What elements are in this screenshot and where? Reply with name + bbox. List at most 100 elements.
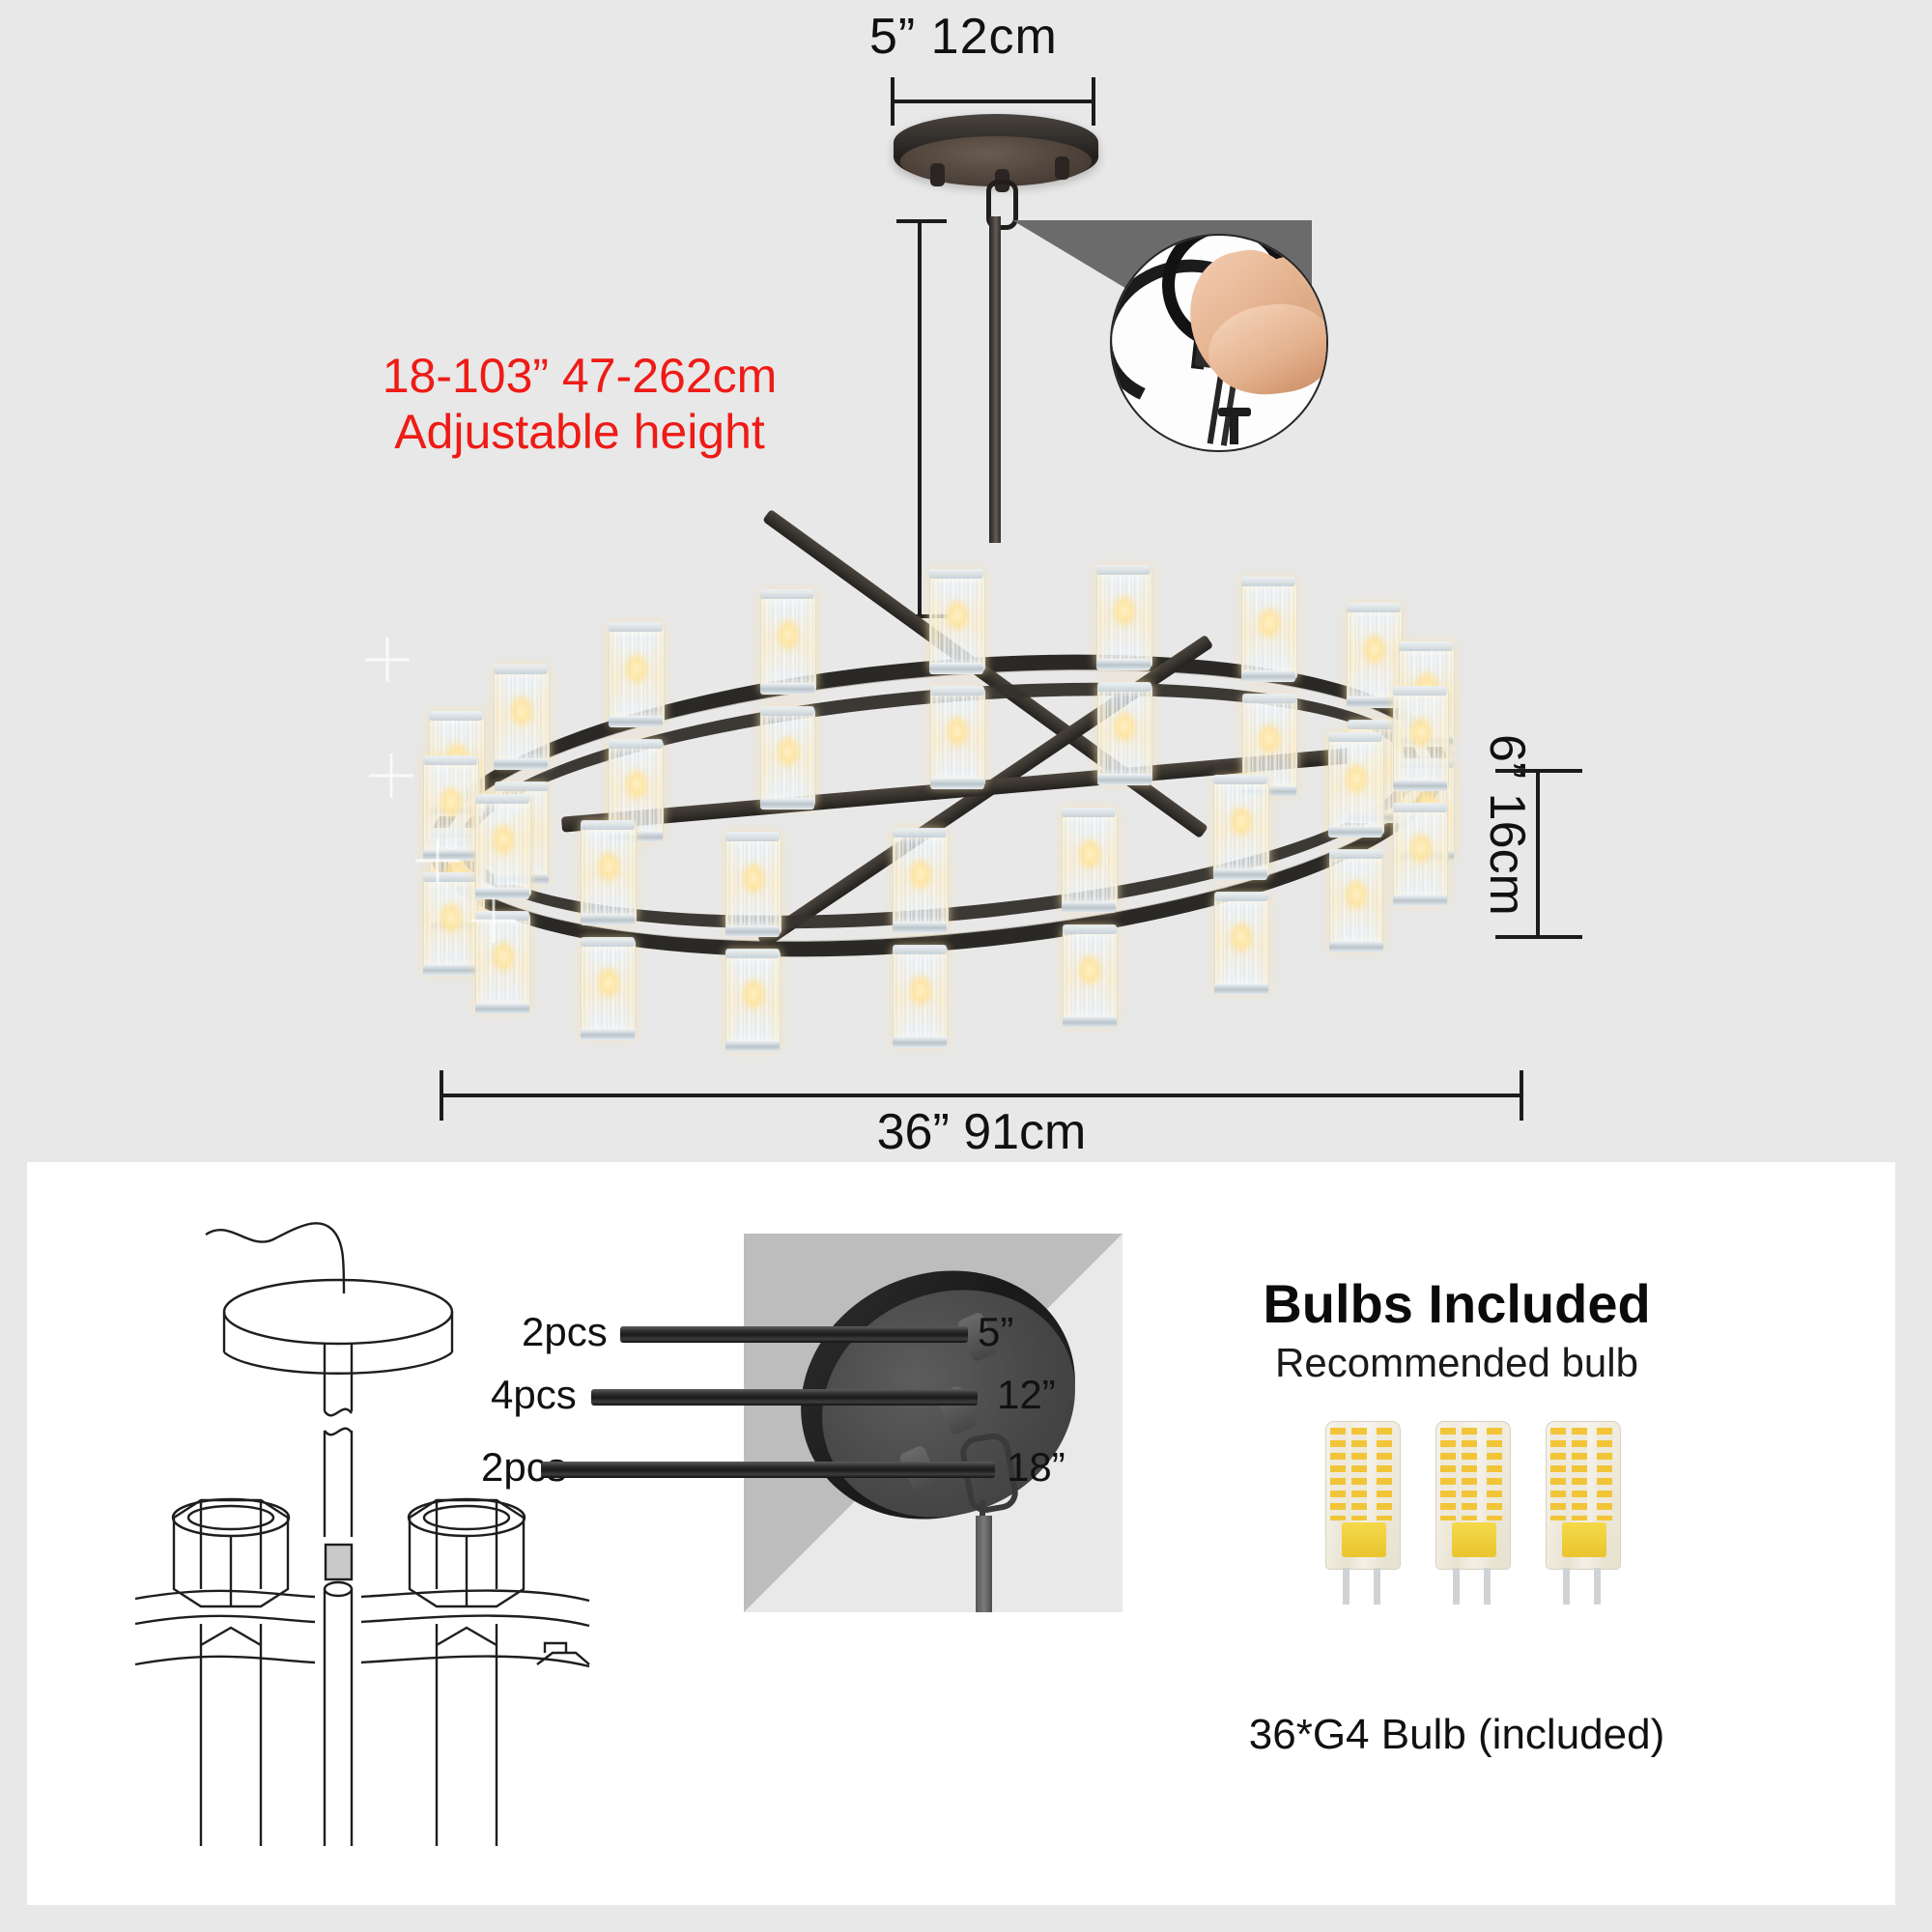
crystal-cap <box>1062 1016 1117 1029</box>
crystal-cap <box>608 715 663 727</box>
crystal-cap-top <box>1062 924 1117 935</box>
crystal-cap <box>1241 669 1296 682</box>
crystal-cap-top <box>1213 892 1268 902</box>
led-column <box>1330 1428 1346 1520</box>
canopy-dimension-label: 5” 12cm <box>869 9 1058 65</box>
crystal-cap <box>422 849 477 862</box>
adjustable-height-callout: 18-103” 47-262cm Adjustable height <box>367 348 792 460</box>
canopy-stud <box>1055 156 1069 180</box>
crystal-cap <box>1327 826 1382 838</box>
crystal-cap-top <box>580 820 635 831</box>
suspension-rod <box>976 1516 992 1612</box>
sparkle-icon <box>365 638 410 682</box>
crystal-cap <box>1062 901 1117 914</box>
crystal-cap-top <box>725 949 781 959</box>
crystal-shade <box>1213 775 1270 881</box>
crystal-cap-top <box>759 588 814 599</box>
crystal-cap-top <box>429 710 484 721</box>
bulb-pin <box>1594 1568 1601 1605</box>
crystal-cap <box>1393 895 1448 907</box>
drop-height-cap-bottom <box>896 614 947 618</box>
crystal-cap-top <box>423 872 478 883</box>
crystal-shade <box>475 910 531 1014</box>
bulb-pin <box>1563 1568 1570 1605</box>
crystal-shade <box>1096 681 1152 785</box>
crystal-cap-top <box>1096 681 1151 692</box>
crystal-shade <box>725 949 781 1053</box>
crystal-cap-top <box>1328 849 1383 860</box>
led-column <box>1597 1428 1612 1520</box>
fixture-width-cap-left <box>440 1070 443 1121</box>
crystal-cap <box>1096 658 1151 670</box>
crystal-cap-top <box>581 937 636 948</box>
rod-length-label: 5” <box>978 1309 1014 1354</box>
fixture-height-line <box>1536 769 1540 939</box>
bulb-pin <box>1484 1568 1491 1605</box>
crystal-cap <box>1096 773 1151 785</box>
led-column <box>1550 1428 1566 1520</box>
chain-link <box>986 180 1018 230</box>
rod-bar <box>620 1326 968 1343</box>
crystal-cap-top <box>475 910 530 921</box>
crystal-shade <box>892 827 949 933</box>
crystal-shade <box>1062 924 1118 1029</box>
fixture-width-cap-right <box>1520 1070 1523 1121</box>
crystal-shade <box>1062 808 1119 914</box>
suspension-rod <box>989 216 1001 543</box>
crystal-cap <box>474 887 529 899</box>
crystal-cap-top <box>929 569 984 580</box>
crystal-shade <box>1327 732 1384 838</box>
crystal-cap <box>893 1036 948 1048</box>
recommended-bulb-subtitle: Recommended bulb <box>1275 1340 1638 1385</box>
crystal-cap-top <box>494 664 549 674</box>
crystal-cap-top <box>929 686 984 696</box>
canopy-stud <box>930 163 945 186</box>
crystal-shade <box>1328 849 1384 953</box>
crystal-cap <box>475 1002 530 1014</box>
hero-panel: 5” 12cm 18-103” 47-262cm Adjustable heig… <box>0 0 1932 1162</box>
chandelier-illustration <box>365 508 1546 1082</box>
crystal-cap <box>892 921 947 933</box>
fixture-width-label: 36” 91cm <box>876 1104 1087 1160</box>
led-column <box>1440 1428 1456 1520</box>
crystal-cap-top <box>1327 732 1382 743</box>
fixture-width-line <box>440 1094 1523 1097</box>
crystal-shade <box>581 937 637 1041</box>
bulbs-included-title: Bulbs Included <box>1263 1273 1651 1334</box>
crystal-cap-top <box>1241 576 1296 586</box>
crystal-cap <box>1328 941 1383 953</box>
bulb-count-caption: 36*G4 Bulb (included) <box>1248 1711 1665 1758</box>
hook-detail-zoom-circle <box>1110 234 1328 452</box>
crystal-cap-top <box>1062 808 1117 818</box>
crystal-cap <box>1347 696 1402 709</box>
crystal-shade <box>422 755 479 862</box>
canopy-hook-closeup-photo <box>744 1234 1122 1612</box>
led-column <box>1462 1428 1477 1520</box>
crystal-cap-top <box>1213 775 1268 785</box>
screw-shaft <box>1230 412 1238 444</box>
rod-quantity-label: 4pcs <box>491 1372 577 1417</box>
crystal-cap <box>760 797 815 810</box>
cob-chip <box>1562 1522 1606 1557</box>
g4-bulb <box>1540 1421 1625 1605</box>
crystal-shade <box>423 872 479 977</box>
bulb-pin <box>1374 1568 1380 1605</box>
crystal-cap <box>494 757 549 770</box>
rod-bar <box>541 1462 995 1478</box>
canopy-dimension-line <box>891 99 1095 103</box>
crystal-cap-top <box>1096 564 1151 575</box>
led-column <box>1377 1428 1392 1520</box>
crystal-cap-top <box>1241 693 1296 703</box>
crystal-cap-top <box>474 793 529 804</box>
sparkle-icon <box>369 753 413 798</box>
rod-length-label: 12” <box>997 1372 1056 1417</box>
crystal-cap-top <box>608 621 663 632</box>
adjustable-height-range: 18-103” 47-262cm <box>382 349 778 403</box>
crystal-cap-top <box>724 832 780 842</box>
led-column <box>1572 1428 1587 1520</box>
rod-bar <box>591 1389 978 1406</box>
crystal-cap-top <box>892 827 947 838</box>
